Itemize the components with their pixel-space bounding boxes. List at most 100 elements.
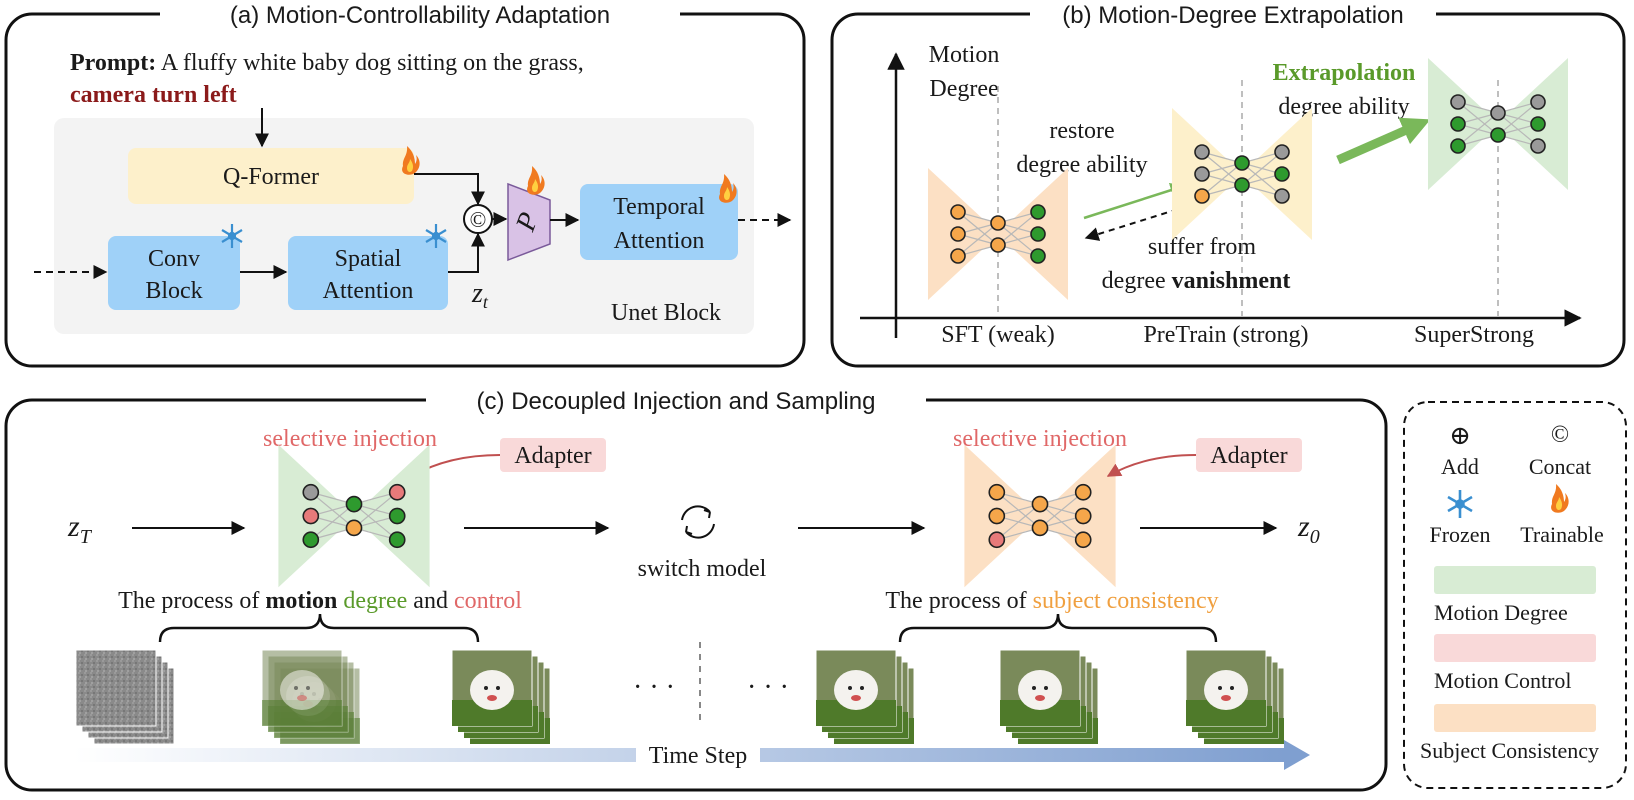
- network-node: [302, 507, 320, 525]
- network-background: [1172, 108, 1312, 240]
- network-node: [388, 483, 406, 501]
- right-process-caption: The process of subject consistency: [885, 588, 1218, 614]
- video-frame: [815, 649, 897, 727]
- network-node: [388, 507, 406, 525]
- spatial-attention-block: [288, 236, 448, 310]
- conv-label-2: Block: [145, 278, 202, 304]
- network-node: [302, 531, 320, 549]
- network-node: [302, 483, 320, 501]
- brace-right: [898, 613, 1218, 643]
- network-node: [1030, 248, 1046, 264]
- x-tick-sft: SFT (weak): [941, 322, 1055, 348]
- concat-symbol-text: ©: [470, 207, 487, 232]
- x-tick-superstrong: SuperStrong: [1414, 322, 1534, 348]
- network-node: [1450, 138, 1466, 154]
- network-node: [988, 531, 1006, 549]
- legend-swatch-motion-control: [1434, 634, 1596, 662]
- panel-c-title: (c) Decoupled Injection and Sampling: [477, 388, 876, 415]
- network-node: [1274, 144, 1290, 160]
- legend-add-label: Add: [1441, 454, 1479, 479]
- network-node: [1194, 144, 1210, 160]
- legend-swatch-motion-degree: [1434, 566, 1596, 594]
- left-process-caption: The process of motion degree and control: [118, 588, 522, 614]
- restore-label-1: restore: [1049, 118, 1114, 144]
- adapter-right-box: [1196, 438, 1302, 472]
- concat-icon: ©: [1551, 422, 1569, 448]
- ellipsis-right: · · ·: [747, 672, 789, 703]
- prompt-highlight: camera turn left: [70, 82, 237, 108]
- panel-b: (b) Motion-Degree Extrapolation Motion D…: [830, 2, 1626, 368]
- temporal-label-2: Attention: [614, 228, 705, 254]
- extrapolation-label-2: degree ability: [1278, 94, 1409, 120]
- qformer-box: [128, 148, 414, 204]
- legend-concat-label: Concat: [1529, 454, 1591, 479]
- legend-motion-degree: Motion Degree: [1434, 600, 1568, 625]
- switch-icon: [681, 505, 715, 539]
- network-node: [1490, 105, 1506, 121]
- network-node: [1030, 226, 1046, 242]
- network-pretrain: [1172, 108, 1312, 240]
- network-node: [1274, 166, 1290, 182]
- network-node: [988, 507, 1006, 525]
- legend-motion-control: Motion Control: [1434, 668, 1572, 693]
- network-node: [950, 226, 966, 242]
- adapter-right-label: Adapter: [1210, 443, 1287, 469]
- panel-b-title: (b) Motion-Degree Extrapolation: [1062, 2, 1404, 29]
- restore-label-2: degree ability: [1016, 152, 1147, 178]
- snowflake-icon: [1447, 490, 1473, 518]
- qformer-label: Q-Former: [223, 164, 319, 190]
- network-background: [928, 168, 1068, 300]
- fire-icon: [402, 146, 420, 175]
- temporal-label-1: Temporal: [613, 194, 705, 220]
- fire-icon: [1551, 484, 1569, 513]
- network-node: [1530, 94, 1546, 110]
- snowflake-icon: [425, 224, 447, 248]
- network-motion: [278, 444, 430, 588]
- network-node: [1450, 94, 1466, 110]
- yaxis-label-2: Degree: [929, 76, 998, 102]
- network-node: [1031, 495, 1049, 513]
- legend-subject-consistency: Subject Consistency: [1420, 738, 1599, 763]
- network-node: [1234, 177, 1250, 193]
- prompt-text: Prompt: A fluffy white baby dog sitting …: [70, 50, 584, 76]
- spatial-label-1: Spatial: [335, 246, 402, 272]
- network-superstrong: [1428, 58, 1568, 190]
- panel-c: (c) Decoupled Injection and Sampling sel…: [4, 388, 1388, 792]
- brace-left: [158, 613, 480, 643]
- network-node: [1074, 531, 1092, 549]
- legend: ⊕ Add © Concat Frozen Trainable Motion D…: [1403, 401, 1627, 789]
- network-consistency: [964, 444, 1116, 588]
- network-node: [345, 519, 363, 537]
- video-frame: [999, 649, 1081, 727]
- network-sft: [928, 168, 1068, 300]
- injection-arrow-right: [1106, 454, 1197, 477]
- conv-block: [108, 236, 240, 310]
- legend-trainable-label: Trainable: [1520, 522, 1604, 547]
- network-node: [345, 495, 363, 513]
- network-node: [1450, 116, 1466, 132]
- temporal-attention-block: [580, 184, 738, 260]
- yaxis-label-1: Motion: [929, 42, 1000, 68]
- network-node: [1031, 519, 1049, 537]
- network-node: [988, 483, 1006, 501]
- conv-label-1: Conv: [148, 246, 200, 272]
- suffer-label-2: degree vanishment: [1102, 268, 1291, 294]
- network-node: [1530, 138, 1546, 154]
- legend-frozen-label: Frozen: [1429, 522, 1490, 547]
- panel-a-title: (a) Motion-Controllability Adaptation: [230, 2, 610, 29]
- panel-a: (a) Motion-Controllability Adaptation Pr…: [4, 2, 806, 368]
- ellipsis-left: · · ·: [633, 672, 675, 703]
- snowflake-icon: [221, 224, 243, 248]
- unet-block-label: Unet Block: [611, 300, 721, 326]
- network-node: [1194, 166, 1210, 182]
- network-node: [950, 248, 966, 264]
- fire-icon: [719, 174, 737, 203]
- video-frame: [1185, 649, 1267, 727]
- z0-label: z0: [1297, 510, 1320, 548]
- fire-icon: [527, 166, 545, 195]
- network-node: [1490, 127, 1506, 143]
- zT-label: zT: [67, 510, 93, 548]
- video-frame: [451, 649, 533, 727]
- network-node: [1030, 204, 1046, 220]
